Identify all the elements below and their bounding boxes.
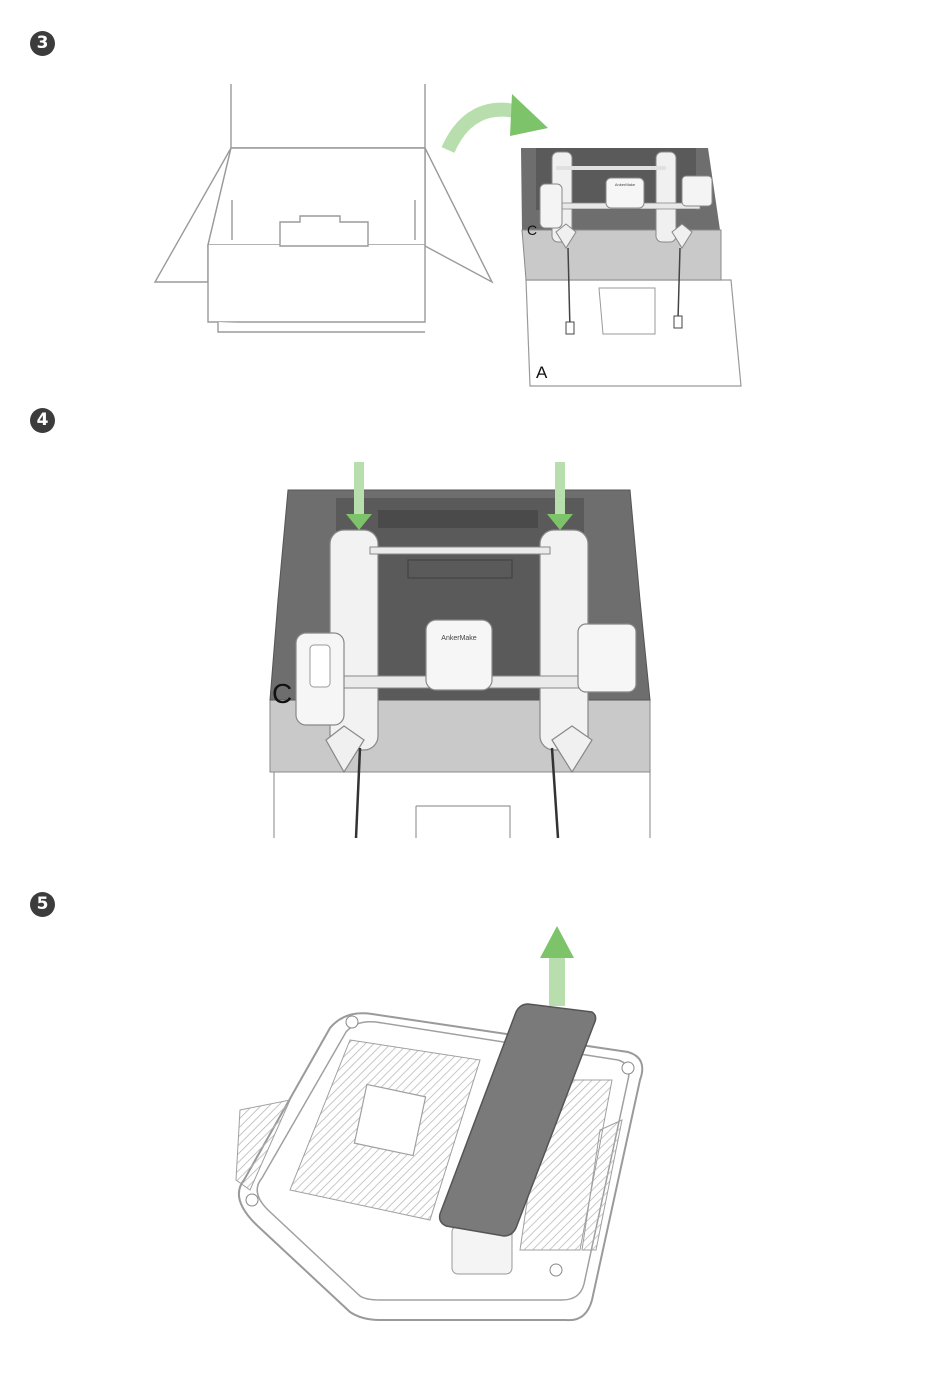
green-arrow-icon (540, 926, 574, 1006)
printer-base-underside (236, 1013, 642, 1320)
